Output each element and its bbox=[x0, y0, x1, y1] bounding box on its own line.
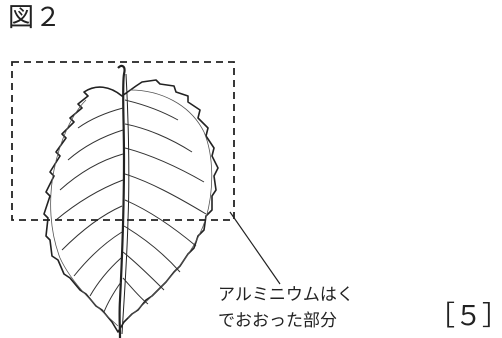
leaf-inner-edge bbox=[50, 89, 213, 327]
callout-line-1: アルミニウムはく bbox=[218, 285, 354, 305]
callout-label: アルミニウムはく でおおった部分 bbox=[218, 282, 354, 334]
leaf-veins-right bbox=[122, 99, 207, 305]
question-number: ［５］ bbox=[428, 301, 502, 332]
covered-area-box bbox=[11, 61, 235, 221]
callout-leader-line bbox=[229, 211, 281, 285]
leaf-midrib bbox=[117, 64, 126, 338]
callout-line-2: でおおった部分 bbox=[218, 311, 337, 331]
figure-title: 図２ bbox=[8, 3, 63, 33]
leaf-veins-left bbox=[55, 107, 124, 313]
